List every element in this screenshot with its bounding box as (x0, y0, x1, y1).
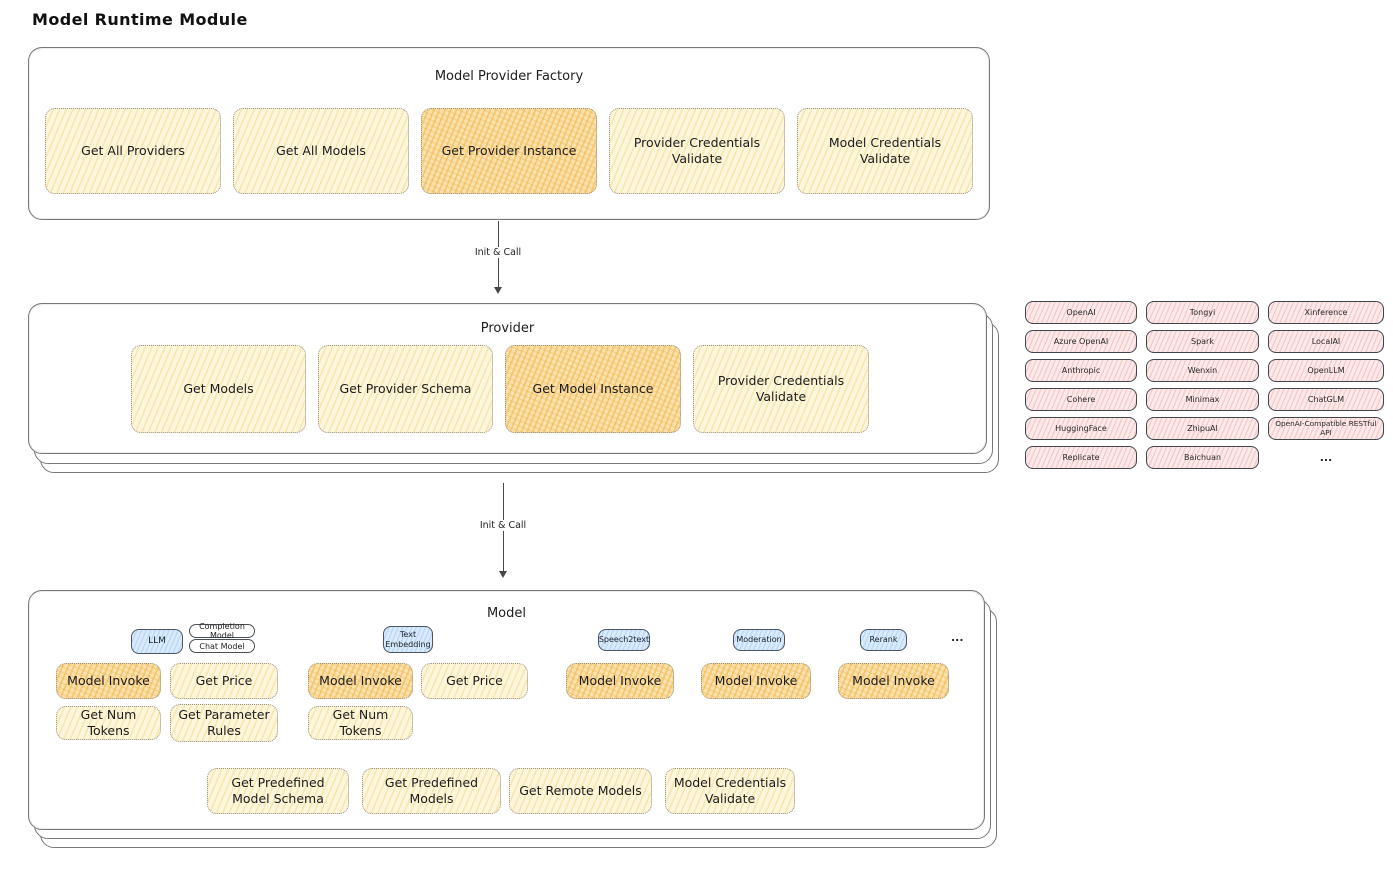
arrow-head-icon (498, 571, 507, 578)
chip-tongyi: Tongyi (1146, 301, 1259, 324)
chip-baichuan: Baichuan (1146, 446, 1259, 469)
chip-replicate: Replicate (1025, 446, 1137, 469)
op-get-predefined-model-schema: Get Predefined Model Schema (207, 768, 349, 814)
chip-grid-ellipsis: ... (1319, 450, 1333, 464)
provider-container: Provider Get Models Get Provider Schema … (28, 303, 987, 454)
tag-llm: LLM (131, 629, 183, 654)
provider-title: Provider (480, 321, 535, 336)
tag-chat-model: Chat Model (189, 639, 255, 653)
tag-rerank: Rerank (860, 629, 907, 651)
op-get-all-providers: Get All Providers (45, 108, 221, 194)
op-embedding-get-num-tokens: Get Num Tokens (308, 706, 413, 740)
op-model-credentials-validate-2: Model Credentials Validate (665, 768, 795, 814)
factory-container: Model Provider Factory Get All Providers… (28, 47, 990, 220)
chip-wenxin: Wenxin (1146, 359, 1259, 382)
op-embedding-get-price: Get Price (421, 663, 528, 699)
tag-text-embedding: Text Embedding (383, 626, 433, 653)
arrow-label: Init & Call (470, 247, 526, 258)
chip-localai: LocalAI (1268, 330, 1384, 353)
op-llm-get-price: Get Price (170, 663, 278, 699)
chip-spark: Spark (1146, 330, 1259, 353)
op-llm-get-parameter-rules: Get Parameter Rules (170, 704, 278, 742)
tag-moderation: Moderation (733, 629, 785, 651)
op-get-models: Get Models (131, 345, 306, 433)
op-provider-credentials-validate: Provider Credentials Validate (609, 108, 785, 194)
op-moderation-model-invoke: Model Invoke (701, 663, 811, 699)
op-get-model-instance: Get Model Instance (505, 345, 681, 433)
arrow-head-icon (493, 287, 502, 294)
chip-huggingface: HuggingFace (1025, 417, 1137, 440)
chip-openai: OpenAI (1025, 301, 1137, 324)
op-llm-model-invoke: Model Invoke (56, 663, 161, 699)
op-model-credentials-validate: Model Credentials Validate (797, 108, 973, 194)
op-speech2text-model-invoke: Model Invoke (566, 663, 674, 699)
chip-cohere: Cohere (1025, 388, 1137, 411)
arrow-label: Init & Call (475, 520, 531, 531)
chip-azure-openai: Azure OpenAI (1025, 330, 1137, 353)
op-provider-credentials-validate-2: Provider Credentials Validate (693, 345, 869, 433)
model-title: Model (486, 606, 527, 621)
op-get-remote-models: Get Remote Models (509, 768, 652, 814)
chip-openllm: OpenLLM (1268, 359, 1384, 382)
tag-completion-model: Completion Model (189, 622, 255, 640)
factory-title: Model Provider Factory (434, 69, 584, 84)
chip-anthropic: Anthropic (1025, 359, 1137, 382)
op-rerank-model-invoke: Model Invoke (838, 663, 949, 699)
provider-chip-grid: OpenAI Tongyi Xinference Azure OpenAI Sp… (1025, 301, 1384, 469)
chip-chatglm: ChatGLM (1268, 388, 1384, 411)
model-container: Model LLM Completion Model Chat Model Te… (28, 590, 985, 830)
chip-openai-compatible-restful-api: OpenAI-Compatible RESTful API (1268, 417, 1384, 440)
chip-minimax: Minimax (1146, 388, 1259, 411)
chip-xinference: Xinference (1268, 301, 1384, 324)
op-get-all-models: Get All Models (233, 108, 409, 194)
chip-zhipuai: ZhipuAI (1146, 417, 1259, 440)
op-get-predefined-models: Get Predefined Models (362, 768, 501, 814)
op-get-provider-instance: Get Provider Instance (421, 108, 597, 194)
op-embedding-model-invoke: Model Invoke (308, 663, 413, 699)
tag-speech2text: Speech2text (598, 629, 650, 651)
diagram-title: Model Runtime Module (32, 10, 248, 29)
op-llm-get-num-tokens: Get Num Tokens (56, 706, 161, 740)
model-types-ellipsis: ... (951, 631, 964, 644)
op-get-provider-schema: Get Provider Schema (318, 345, 493, 433)
